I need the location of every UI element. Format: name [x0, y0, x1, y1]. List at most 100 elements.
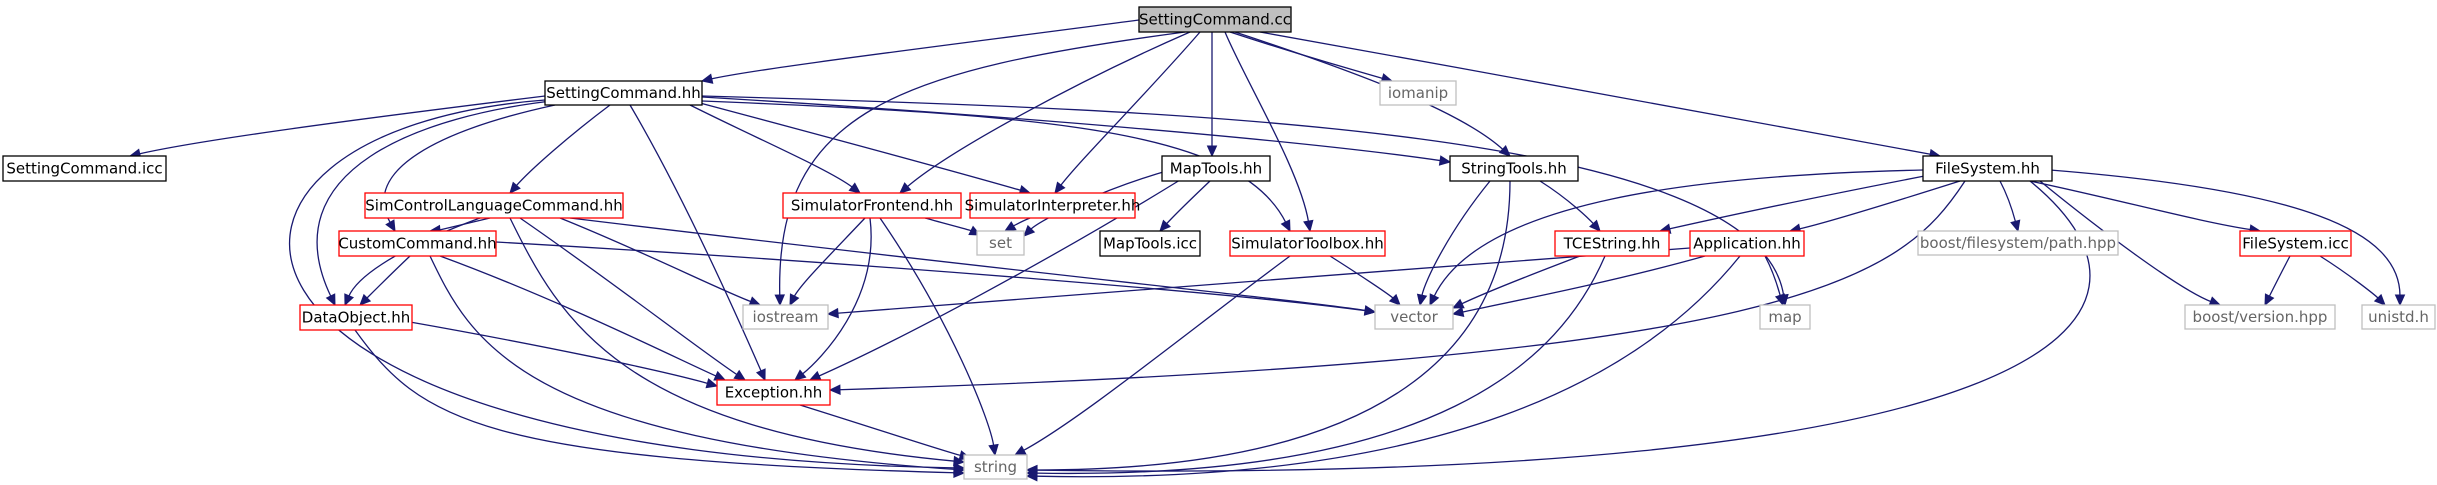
node-label: boost/version.hpp	[2193, 308, 2328, 326]
edge-customcmd-to-vector	[495, 241, 1377, 316]
node-setting-cc[interactable]: SettingCommand.cc	[1138, 6, 1292, 33]
node-box	[969, 192, 1136, 219]
edge-line	[1165, 180, 1211, 225]
edge-line	[1668, 172, 1941, 230]
edge-line	[1460, 255, 1581, 305]
node-boost-version: boost/version.hpp	[2184, 304, 2336, 330]
node-customcmd[interactable]: CustomCommand.hh	[338, 230, 497, 257]
node-label: MapTools.hh	[1170, 160, 1262, 178]
edge-maptools_hh-to-maptools_icc	[1159, 180, 1211, 232]
arrowhead-icon	[713, 370, 727, 381]
edge-setting_cc-to-filesystem_hh	[1259, 31, 1942, 160]
arrowhead-icon	[1589, 219, 1601, 232]
arrowhead-icon	[828, 384, 841, 395]
edge-line	[569, 217, 1367, 312]
edge-simtoolbox-to-vector	[1329, 255, 1401, 306]
edge-line	[2268, 255, 2291, 298]
edge-filesystem_hh-to-tcestring	[1658, 172, 1941, 234]
edge-line	[710, 19, 1140, 80]
node-label: Exception.hh	[725, 384, 823, 402]
node-boost-path: boost/filesystem/path.hpp	[1917, 230, 2119, 256]
edge-line	[1022, 255, 1291, 452]
node-simfrontend[interactable]: SimulatorFrontend.hh	[782, 192, 962, 219]
node-box	[2239, 230, 2352, 257]
node-box	[1138, 6, 1292, 33]
arrowhead-icon	[1451, 298, 1465, 309]
arrowhead-icon	[1429, 293, 1440, 307]
node-label: FileSystem.icc	[2242, 235, 2348, 253]
edge-line	[138, 95, 546, 155]
edge-line	[1329, 255, 1395, 300]
edge-line	[2319, 255, 2380, 300]
node-map: map	[1759, 304, 1811, 330]
edge-filesystem_icc-to-unistd	[2319, 255, 2386, 306]
edge-line	[2039, 180, 2212, 303]
edge-setting_hh-to-simcontrol	[509, 104, 611, 194]
edge-application-to-iostream	[826, 247, 1691, 319]
node-setting-icc[interactable]: SettingCommand.icc	[2, 155, 167, 182]
edge-setting_cc-to-setting_hh	[700, 19, 1140, 84]
arrowhead-icon	[1303, 219, 1314, 233]
node-filesystem-hh[interactable]: FileSystem.hh	[1922, 155, 2053, 182]
arrowhead-icon	[988, 443, 999, 457]
node-label: SimulatorInterpreter.hh	[965, 197, 1141, 215]
node-dataobject[interactable]: DataObject.hh	[299, 304, 413, 331]
edge-setting_cc-to-simfrontend	[899, 31, 1191, 194]
edge-line	[838, 180, 1966, 391]
edge-line	[1798, 180, 1961, 230]
node-simcontrol[interactable]: SimControlLanguageCommand.hh	[364, 192, 624, 219]
arrowhead-icon	[774, 294, 786, 307]
node-label: FileSystem.hh	[1935, 160, 2040, 178]
arrowhead-icon	[705, 378, 719, 389]
arrowhead-icon	[2394, 294, 2406, 307]
arrowhead-icon	[1054, 181, 1066, 194]
arrowhead-icon	[1498, 145, 1511, 157]
arrowhead-icon	[385, 219, 396, 233]
node-setting-hh[interactable]: SettingCommand.hh	[544, 80, 703, 106]
arrowhead-icon	[359, 293, 372, 306]
node-filesystem-icc[interactable]: FileSystem.icc	[2239, 230, 2352, 257]
node-maptools-hh[interactable]: MapTools.hh	[1161, 155, 1271, 182]
edge-filesystem_icc-to-boost_version	[2264, 255, 2291, 307]
edge-line	[2029, 180, 2252, 231]
node-siminterp[interactable]: SimulatorInterpreter.hh	[965, 192, 1141, 219]
arrowhead-icon	[899, 182, 912, 194]
node-box	[1449, 155, 1579, 182]
edge-line	[689, 104, 854, 189]
edge-application-to-string	[1025, 255, 1741, 482]
edge-line	[1259, 31, 1932, 155]
edge-setting_hh-to-dataobject	[316, 99, 561, 307]
edge-line	[1421, 180, 1491, 297]
edge-setting_hh-to-simfrontend	[689, 104, 861, 194]
node-simtoolbox[interactable]: SimulatorToolbox.hh	[1229, 230, 1386, 257]
arrowhead-icon	[1013, 445, 1027, 456]
node-iomanip: iomanip	[1379, 80, 1457, 106]
node-tcestring[interactable]: TCEString.hh	[1554, 230, 1670, 257]
edge-setting_hh-to-stringtools	[701, 96, 1452, 166]
node-label: StringTools.hh	[1461, 160, 1567, 178]
edge-exception-to-string	[799, 404, 972, 461]
edge-line	[559, 217, 752, 303]
arrowhead-icon	[794, 369, 807, 381]
node-maptools-icc[interactable]: MapTools.icc	[1099, 230, 1201, 257]
node-stringtools[interactable]: StringTools.hh	[1449, 155, 1579, 182]
edge-stringtools-to-tcestring	[1539, 180, 1601, 232]
node-label: DataObject.hh	[302, 309, 410, 327]
edge-setting_hh-to-setting_icc	[128, 95, 546, 159]
node-box	[782, 192, 962, 219]
node-application[interactable]: Application.hh	[1689, 230, 1805, 257]
edge-line	[801, 217, 872, 375]
edge-dataobject-to-exception	[409, 321, 719, 389]
node-box	[299, 304, 413, 331]
edge-line	[439, 255, 718, 377]
edge-simfrontend-to-set	[924, 217, 982, 236]
edge-line	[793, 217, 866, 298]
node-box	[544, 80, 703, 106]
node-exception[interactable]: Exception.hh	[716, 379, 831, 406]
node-box	[1374, 304, 1454, 330]
edge-dataobject-to-string	[354, 329, 966, 478]
arrowhead-icon	[344, 293, 354, 307]
arrowhead-icon	[789, 293, 800, 307]
node-label: string	[974, 458, 1017, 476]
